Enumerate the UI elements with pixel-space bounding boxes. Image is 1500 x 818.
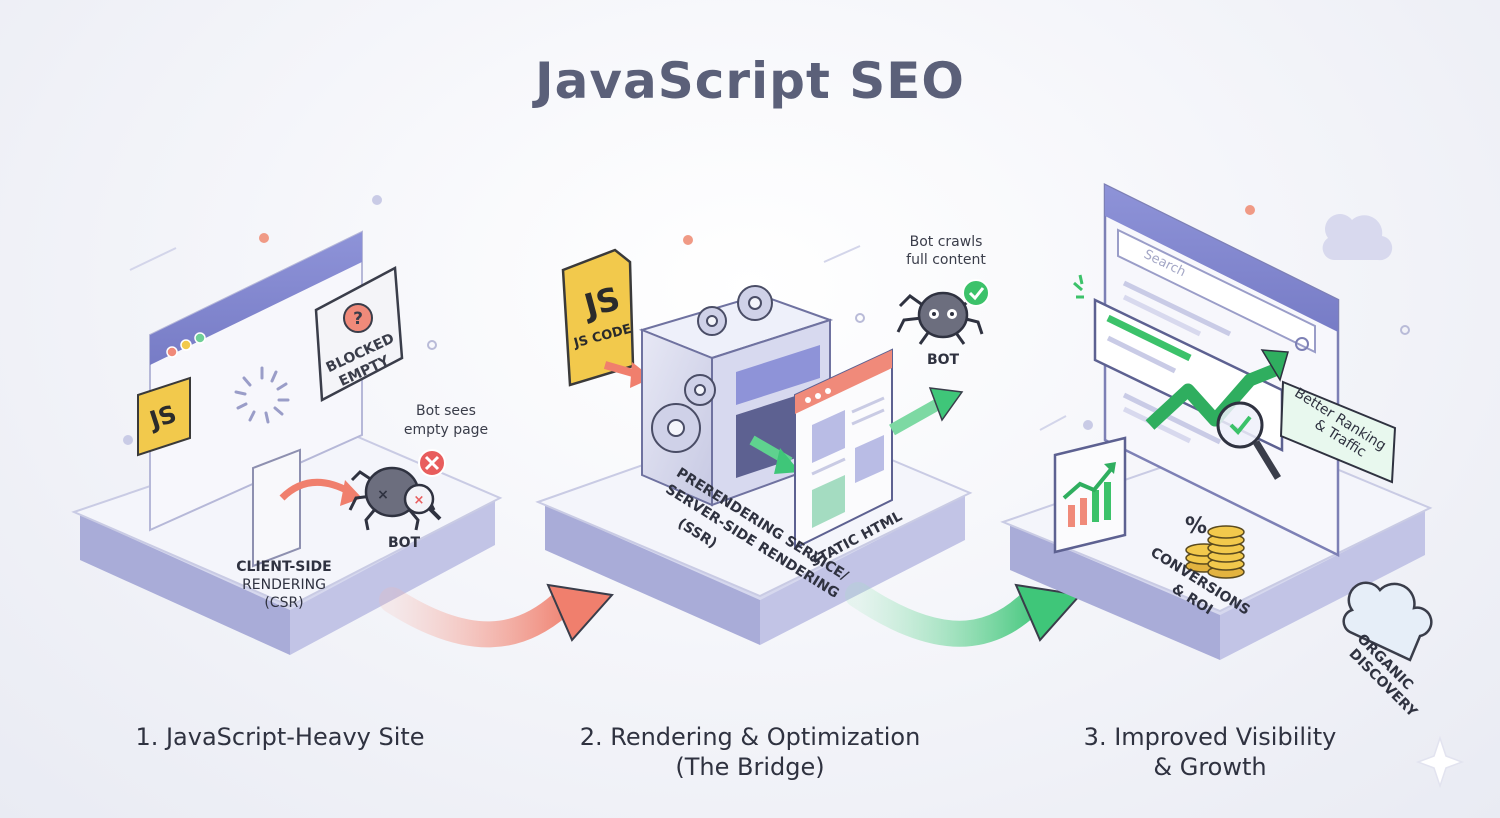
js-badge-icon: JS — [137, 376, 191, 457]
page-title: JavaScript SEO — [535, 52, 965, 110]
percent-symbol: % — [1185, 514, 1207, 539]
growth-chart-panel — [1053, 436, 1127, 554]
js-code-file-icon: JS JS CODE — [561, 248, 635, 387]
csr-label-line1: CLIENT-SIDE — [236, 559, 331, 575]
better-ranking-tag: Better Ranking & Traffic — [1279, 380, 1397, 484]
stage3-caption-line2: & Growth — [1153, 753, 1267, 781]
background-dots — [123, 195, 1410, 445]
sparkle-star-icon — [1415, 735, 1465, 789]
stage1-browser-window — [149, 230, 363, 532]
stage3-caption-line1: 3. Improved Visibility — [1083, 723, 1337, 751]
question-mark-icon: ? — [353, 309, 363, 329]
csr-label-line3: (CSR) — [264, 595, 303, 611]
cloud-icon — [1322, 214, 1393, 261]
stage2-caption-line1: 2. Rendering & Optimization — [579, 723, 921, 751]
magnifier-icon — [403, 483, 435, 515]
svg-text:×: × — [414, 493, 425, 508]
stage1-bot-label: BOT — [388, 535, 421, 551]
stage2-caption: 2. Rendering & Optimization (The Bridge) — [540, 722, 960, 782]
loading-spinner-icon — [234, 366, 290, 424]
search-icon — [1295, 337, 1309, 351]
stage2-bot-icon — [896, 279, 990, 345]
trend-up-arrow — [1145, 363, 1278, 430]
page-to-bot-arrow — [279, 478, 352, 501]
stage3-caption: 3. Improved Visibility & Growth — [1010, 722, 1410, 782]
blank-page-icon — [252, 448, 301, 568]
organic-cloud-icon — [1342, 581, 1433, 662]
stage1-bot-icon: × × — [348, 449, 446, 531]
stage2-bot-note-line2: full content — [906, 252, 986, 268]
stage2-bot-note-line1: Bot crawls — [910, 234, 983, 250]
stage1-caption: 1. JavaScript-Heavy Site — [135, 723, 425, 751]
flow-arrow-green — [845, 582, 1082, 647]
csr-label-line2: RENDERING — [242, 577, 326, 593]
gear-icon — [651, 285, 773, 453]
sparkle-icon — [1073, 274, 1084, 299]
stage2-bot-label: BOT — [927, 352, 960, 368]
magnifier-check-icon — [1216, 401, 1281, 480]
success-badge-icon — [962, 279, 990, 307]
html-to-bot-arrow — [889, 397, 943, 436]
flow-arrow-red — [379, 583, 614, 648]
search-bar — [1117, 228, 1316, 354]
stage2-caption-line2: (The Bridge) — [675, 753, 825, 781]
static-html-page — [794, 348, 893, 550]
stage1-bot-note-line2: empty page — [404, 422, 488, 438]
svg-text:×: × — [377, 487, 389, 503]
stage1-bot-note-line1: Bot sees — [416, 403, 476, 419]
coins-icon — [1185, 525, 1245, 579]
